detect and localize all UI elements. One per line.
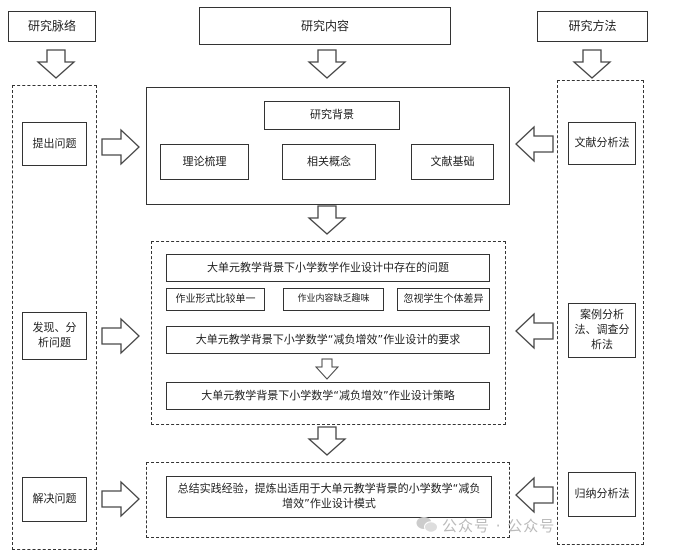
problem-single-form: 作业形式比较单一	[166, 288, 265, 311]
background-item-literature: 文献基础	[411, 144, 494, 180]
step-solve-problem: 解决问题	[22, 477, 87, 522]
requirements-box: 大单元教学背景下小学数学“减负增效”作业设计的要求	[166, 326, 490, 354]
problem-ignore-differences: 忽视学生个体差异	[397, 288, 490, 311]
background-section	[146, 87, 510, 205]
right-arrow-icon	[101, 128, 140, 166]
right-arrow-icon	[101, 317, 140, 355]
analysis-section	[151, 241, 506, 425]
method-literature-analysis: 文献分析法	[568, 122, 636, 165]
problems-title: 大单元教学背景下小学数学作业设计中存在的问题	[166, 254, 490, 282]
background-item-theory: 理论梳理	[160, 144, 249, 180]
background-item-concepts: 相关概念	[282, 144, 376, 180]
step-raise-problem: 提出问题	[22, 122, 87, 166]
summary-box: 总结实践经验，提炼出适用于大单元教学背景的小学数学“减负增效”作业设计模式	[166, 476, 492, 518]
down-arrow-icon	[307, 426, 347, 456]
step-find-analyze-problem: 发现、分析问题	[22, 312, 87, 360]
research-method-column	[557, 80, 644, 545]
down-arrow-icon	[307, 49, 347, 79]
right-arrow-icon	[101, 480, 140, 518]
header-research-content: 研究内容	[199, 7, 451, 45]
down-arrow-icon	[572, 49, 612, 79]
header-research-method: 研究方法	[537, 11, 648, 42]
background-title: 研究背景	[264, 101, 400, 130]
left-arrow-icon	[515, 476, 554, 514]
left-arrow-icon	[515, 125, 554, 163]
method-case-survey-label: 案例分析法、调查分析法	[574, 308, 630, 351]
left-arrow-icon	[515, 312, 554, 350]
down-arrow-icon	[36, 49, 76, 79]
down-arrow-icon	[307, 205, 347, 235]
watermark-text: 公众号 · 公众号	[442, 517, 556, 535]
header-research-context: 研究脉络	[8, 11, 96, 42]
step-find-analyze-label: 发现、分析问题	[32, 321, 77, 349]
method-case-survey-analysis: 案例分析法、调查分析法	[568, 303, 636, 358]
method-inductive-analysis: 归纳分析法	[568, 472, 636, 517]
summary-section	[146, 462, 510, 538]
summary-text: 总结实践经验，提炼出适用于大单元教学背景的小学数学“减负增效”作业设计模式	[177, 482, 481, 510]
down-arrow-icon	[314, 358, 340, 380]
problem-lack-interest: 作业内容缺乏趣味	[283, 288, 384, 311]
research-context-column	[12, 85, 97, 550]
strategies-box: 大单元教学背景下小学数学“减负增效”作业设计策略	[166, 382, 490, 410]
wechat-icon	[416, 517, 438, 533]
